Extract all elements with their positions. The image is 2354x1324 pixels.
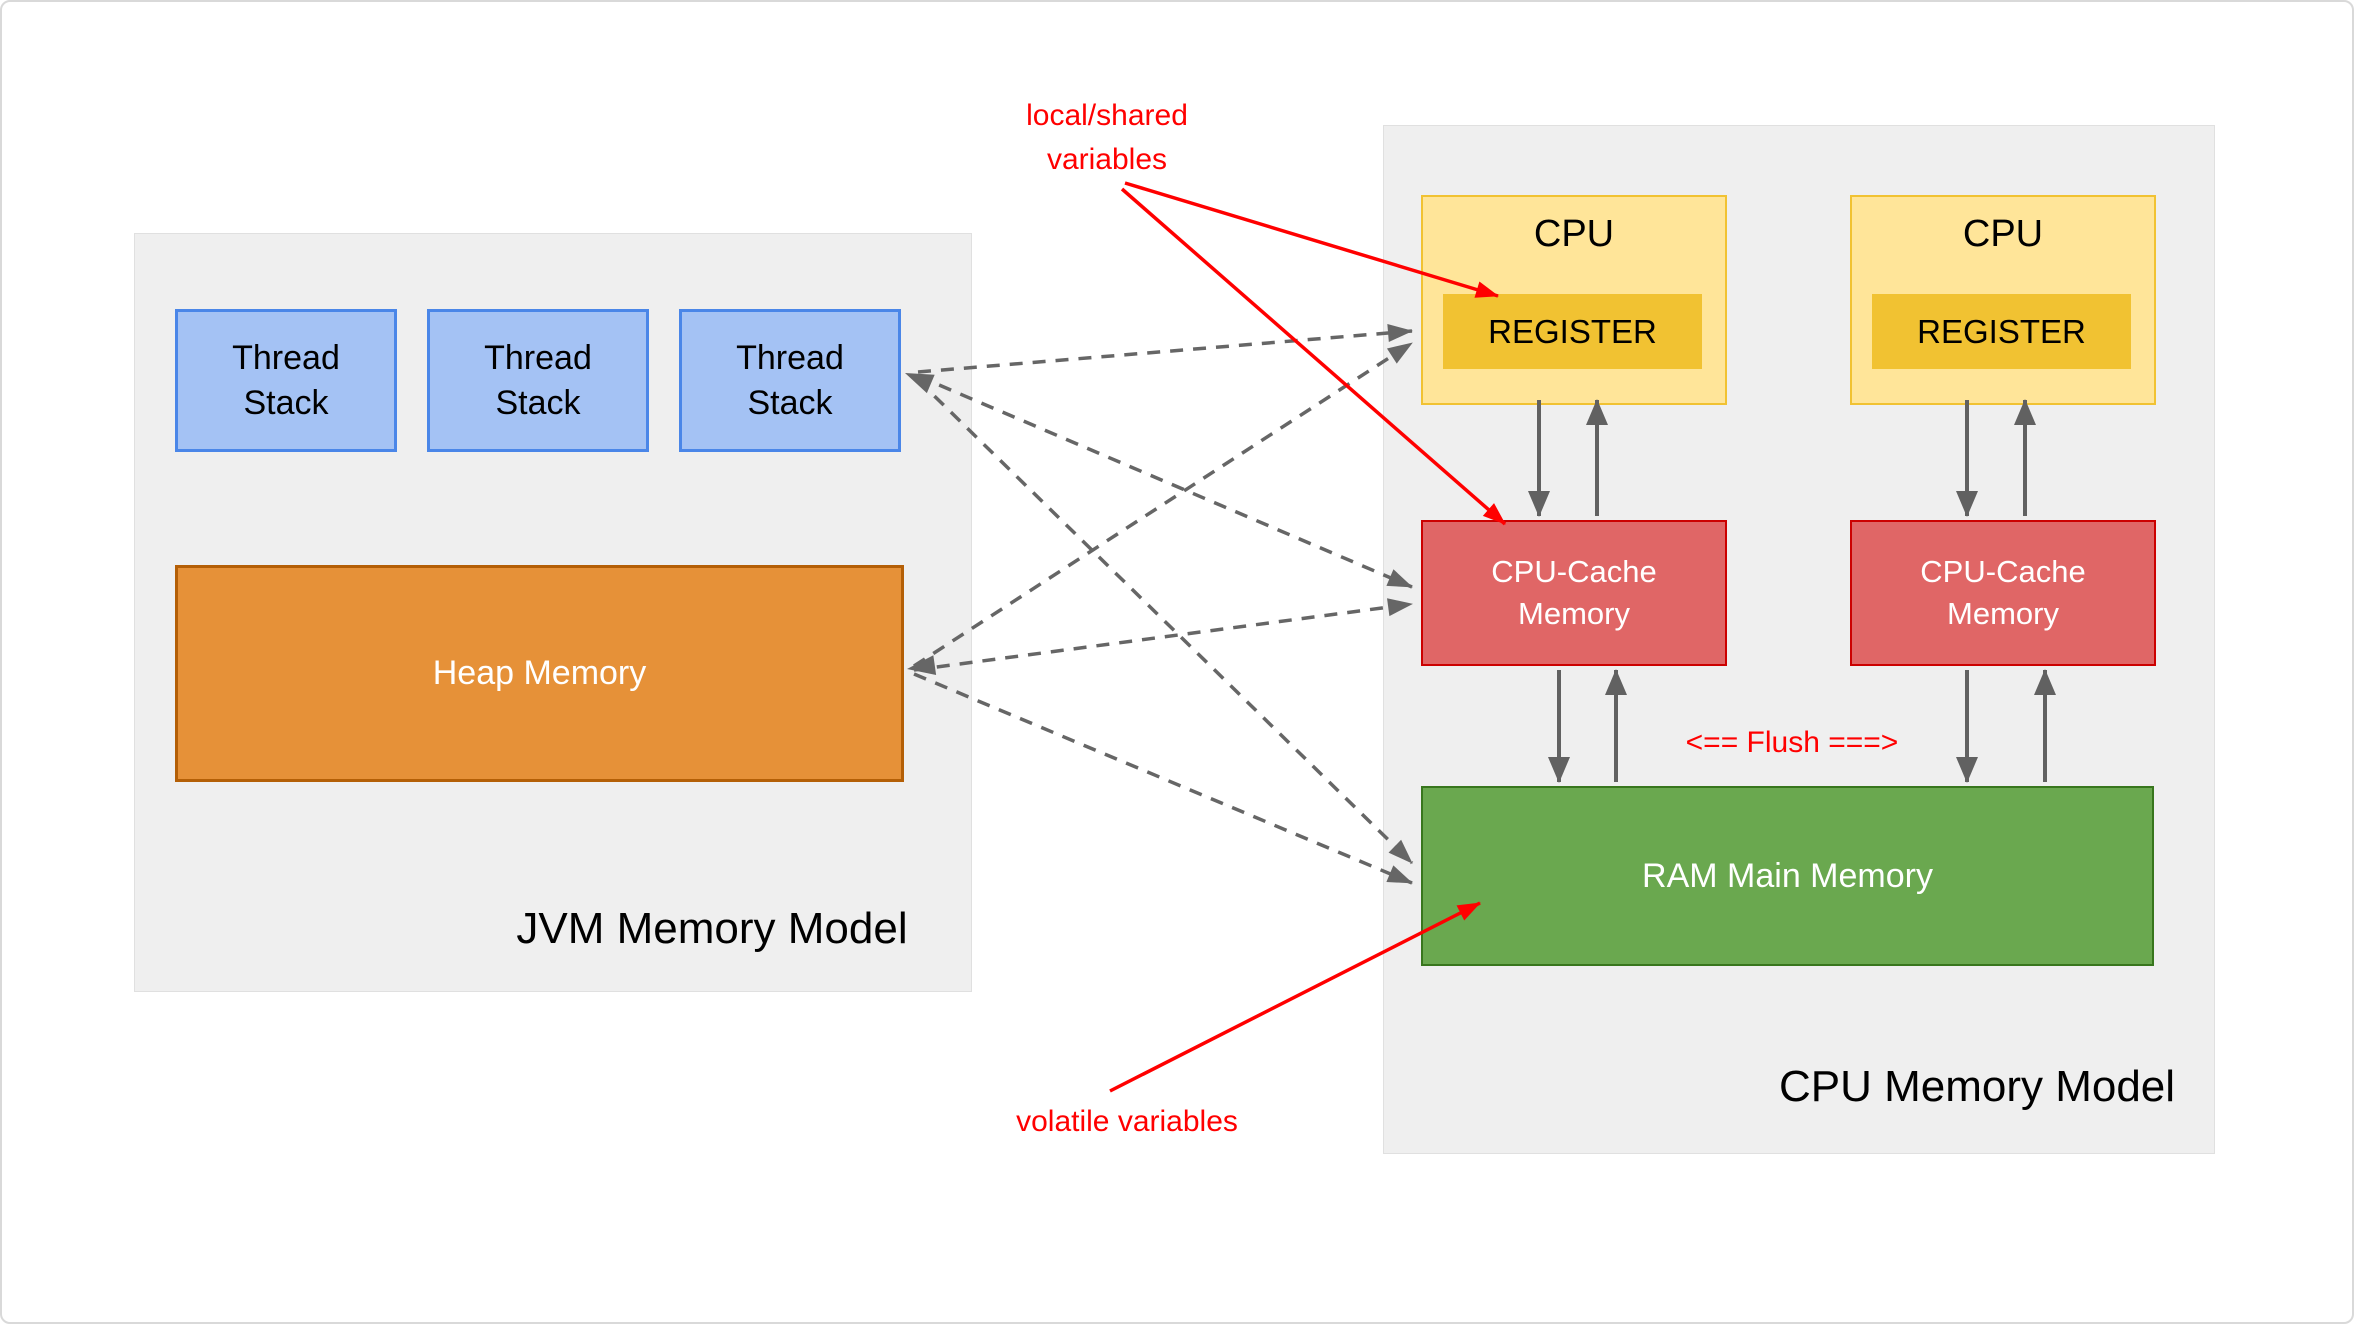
- jvm-panel-title: JVM Memory Model: [516, 904, 908, 953]
- dashed-connector-heap-to-cache: [913, 598, 1413, 672]
- register-box-1: REGISTER: [1443, 294, 1702, 369]
- cpu-label-2: CPU: [1962, 213, 2044, 255]
- cpu-cache-box-1: CPU-Cache Memory: [1421, 520, 1727, 666]
- ram-main-memory-box: RAM Main Memory: [1421, 786, 2154, 966]
- dashed-connector-thread-to-register: [917, 324, 1413, 374]
- heap-memory-box: Heap Memory: [175, 565, 904, 782]
- dashed-connector-thread-to-ram: [916, 378, 1414, 865]
- cpu-cache-box-2: CPU-Cache Memory: [1850, 520, 2156, 666]
- volatile-variables-label: volatile variables: [1016, 1105, 1238, 1138]
- local-shared-variables-label: local/shared variables: [1026, 99, 1188, 176]
- cpu-label-1: CPU: [1533, 213, 1615, 255]
- cpu-box-1: CPU REGISTER: [1421, 195, 1727, 405]
- dashed-connector-thread-to-cache: [917, 374, 1413, 589]
- flush-label: <== Flush ===>: [1685, 726, 1899, 759]
- dashed-connector-heap-to-register: [913, 341, 1413, 668]
- thread-stack-box-1: Thread Stack: [175, 309, 397, 452]
- thread-stack-box-2: Thread Stack: [427, 309, 649, 452]
- cpu-panel-title: CPU Memory Model: [1778, 1062, 2176, 1111]
- thread-stack-box-3: Thread Stack: [679, 309, 901, 452]
- register-box-2: REGISTER: [1872, 294, 2131, 369]
- dashed-connector-heap-to-ram: [913, 672, 1413, 885]
- cpu-box-2: CPU REGISTER: [1850, 195, 2156, 405]
